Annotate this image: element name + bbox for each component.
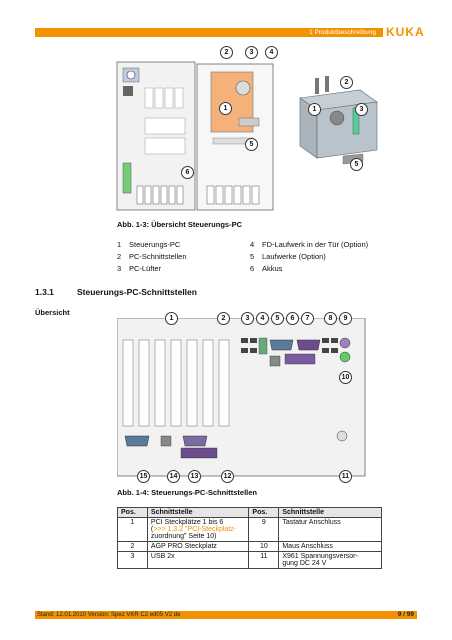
table-cell: 9 [248, 517, 280, 542]
table-cell: 1 [117, 517, 148, 542]
callout-3: 3 [245, 46, 258, 59]
section-title: Steuerungs-PC-Schnittstellen [77, 287, 197, 297]
header-bar [35, 28, 383, 37]
callout-if-10: 10 [339, 371, 352, 384]
callout-1-right: 1 [308, 103, 321, 116]
figure-steuerungs-pc: 2 3 4 1 5 6 2 1 3 5 [115, 46, 385, 213]
figure2-caption: Abb. 1-4: Steuerungs-PC-Schnittstellen [117, 488, 258, 497]
callout-if-3: 3 [241, 312, 254, 325]
table-cell: 11 [248, 551, 280, 569]
footer-version-text: Stand: 12.01.2010 Version: Spez VKR C2 e… [37, 612, 181, 618]
callout-if-7: 7 [301, 312, 314, 325]
figure1-caption: Abb. 1-3: Übersicht Steuerungs-PC [117, 220, 243, 229]
table-row: 1 PCI Steckplätze 1 bis 6 (>>> 1.3.2 "PC… [117, 517, 382, 542]
callout-if-4: 4 [256, 312, 269, 325]
callout-if-14: 14 [167, 470, 180, 483]
callout-if-9: 9 [339, 312, 352, 325]
page-number: 9 / 99 [397, 611, 414, 618]
table-header: Schnittstelle [278, 507, 382, 518]
table-row: 3 USB 2x 11 X961 Spannungsversor- gung D… [117, 551, 382, 569]
kuka-logo: KUKA [386, 25, 425, 39]
callout-if-12: 12 [221, 470, 234, 483]
table-header: Pos. [248, 507, 280, 518]
callout-6: 6 [181, 166, 194, 179]
callout-2-right: 2 [340, 76, 353, 89]
callout-4: 4 [265, 46, 278, 59]
table-cell: 3 [117, 551, 148, 569]
table-cell: Maus Anschluss [278, 541, 382, 552]
table-cell: 10 [248, 541, 280, 552]
callout-5-right: 5 [350, 158, 363, 171]
header-section-title: 1 Produktbeschreibung [309, 29, 376, 36]
callout-if-15: 15 [137, 470, 150, 483]
margin-label-uebersicht: Übersicht [35, 308, 70, 317]
callout-if-11: 11 [339, 470, 352, 483]
table-cell: 2 [117, 541, 148, 552]
section-number: 1.3.1 [35, 287, 54, 297]
callout-if-6: 6 [286, 312, 299, 325]
interfaces-table: Pos. Schnittstelle Pos. Schnittstelle 1 … [117, 507, 382, 569]
table-header: Pos. [117, 507, 148, 518]
callout-5-left: 5 [245, 138, 258, 151]
cross-reference-link[interactable]: >>> 1.3.2 "PCI-Steckplatz- [153, 526, 237, 533]
table-cell: Tastatur Anschluss [278, 517, 382, 542]
table-cell: USB 2x [146, 551, 250, 569]
callout-if-8: 8 [324, 312, 337, 325]
callout-if-2: 2 [217, 312, 230, 325]
callout-if-5: 5 [271, 312, 284, 325]
callout-if-13: 13 [188, 470, 201, 483]
figure-pc-interfaces: 1 2 3 4 5 6 7 8 9 10 15 14 13 12 11 [116, 312, 367, 483]
footer-bar [35, 611, 417, 619]
table-row: 2 AGP PRO Steckplatz 10 Maus Anschluss [117, 541, 382, 552]
table-cell: AGP PRO Steckplatz [146, 541, 250, 552]
table-header: Schnittstelle [146, 507, 250, 518]
table-cell: X961 Spannungsversor- gung DC 24 V [278, 551, 382, 569]
rear-panel-illustration [116, 317, 366, 477]
callout-1-left: 1 [219, 102, 232, 115]
table-cell: PCI Steckplätze 1 bis 6 (>>> 1.3.2 "PCI-… [146, 517, 250, 542]
section-heading: 1.3.1 Steuerungs-PC-Schnittstellen [35, 287, 197, 297]
callout-2: 2 [220, 46, 233, 59]
callout-3-right: 3 [355, 103, 368, 116]
table-header-row: Pos. Schnittstelle Pos. Schnittstelle [117, 507, 382, 518]
callout-if-1: 1 [165, 312, 178, 325]
